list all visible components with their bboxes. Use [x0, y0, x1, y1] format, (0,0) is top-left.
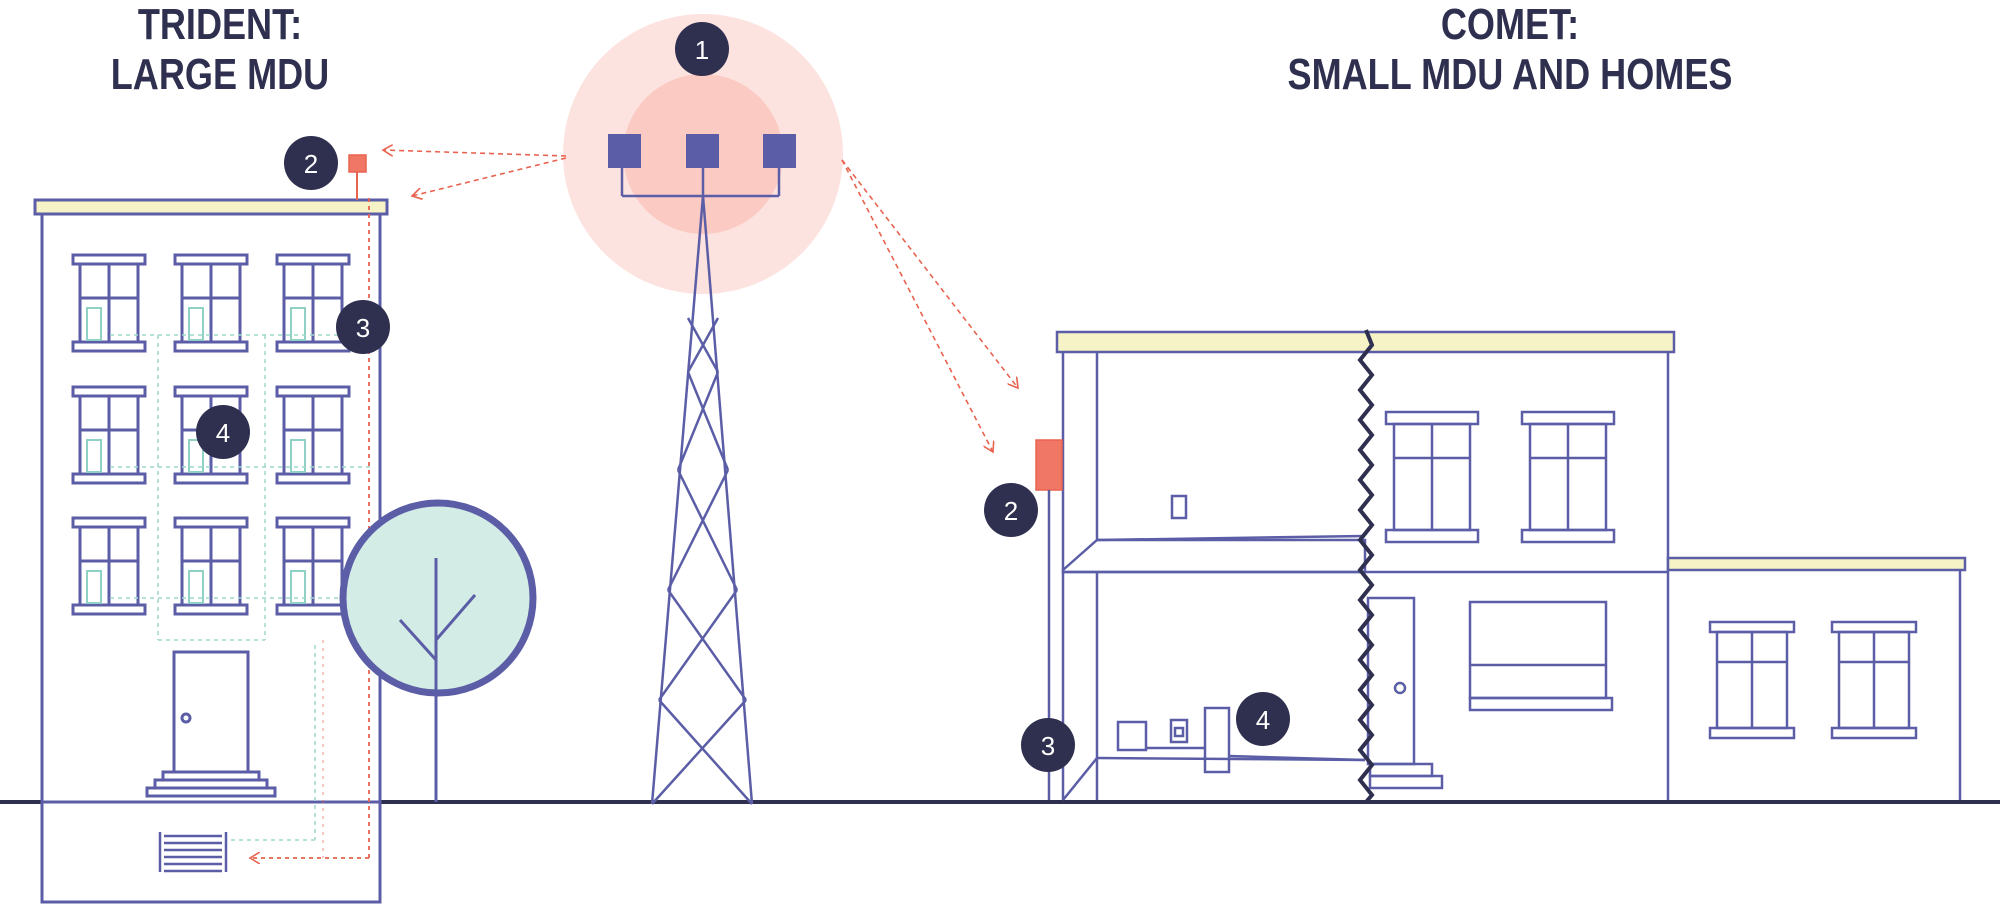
comet-window: [1830, 620, 1918, 740]
trident-window: [173, 516, 249, 616]
signal-arrows: [383, 150, 1018, 452]
title-trident-line2: LARGE MDU: [110, 50, 330, 99]
badge-trident-floor: 4: [196, 405, 250, 459]
trident-building: [33, 198, 389, 904]
trident-window: [275, 516, 351, 616]
comet-outlet: [1169, 718, 1189, 744]
trident-distribution-lines: [110, 334, 370, 841]
trident-basement-equipment: [158, 832, 228, 873]
trident-window: [275, 253, 351, 353]
comet-router: [1203, 706, 1231, 774]
comet-split-line: [1357, 329, 1375, 804]
comet-picture-window: [1468, 600, 1614, 712]
title-comet: COMET: SMALL MDU AND HOMES: [1223, 0, 1797, 100]
badge-trident-riser: 3: [336, 300, 390, 354]
svg-text:3: 3: [356, 313, 370, 343]
badge-tower: 1: [675, 22, 729, 76]
title-comet-line2: SMALL MDU AND HOMES: [1287, 50, 1733, 99]
title-trident-line1: TRIDENT:: [137, 0, 303, 49]
comet-annex-roof: [1666, 556, 1967, 572]
badge-trident-antenna: 2: [284, 136, 338, 190]
svg-text:3: 3: [1041, 731, 1055, 761]
comet-window: [1520, 410, 1616, 544]
trident-antenna: [348, 154, 367, 200]
svg-text:2: 2: [304, 149, 318, 179]
svg-text:4: 4: [216, 418, 230, 448]
cell-tower-icon: [563, 14, 843, 805]
trident-unit-device: [86, 307, 306, 604]
comet-entry-device: [1116, 720, 1148, 752]
trident-steps: [145, 770, 277, 798]
comet-door: [1366, 596, 1444, 790]
badge-comet-antenna: 2: [984, 483, 1038, 537]
trident-window: [71, 385, 147, 485]
comet-window: [1708, 620, 1796, 740]
title-comet-line1: COMET:: [1440, 0, 1580, 49]
tree-icon: [339, 499, 537, 802]
trident-roof: [33, 198, 389, 216]
svg-text:2: 2: [1004, 496, 1018, 526]
badge-comet-router: 4: [1236, 692, 1290, 746]
trident-window: [71, 516, 147, 616]
comet-upper-outlet: [1170, 494, 1188, 520]
svg-text:4: 4: [1256, 705, 1270, 735]
trident-window: [71, 253, 147, 353]
badge-comet-entry: 3: [1021, 718, 1075, 772]
comet-roof: [1055, 330, 1676, 354]
trident-basement: [40, 800, 382, 904]
title-trident: TRIDENT: LARGE MDU: [89, 0, 351, 100]
trident-window: [275, 385, 351, 485]
svg-text:1: 1: [695, 35, 709, 65]
trident-window: [173, 253, 249, 353]
comet-window: [1384, 410, 1480, 544]
comet-house: [1055, 330, 1967, 801]
